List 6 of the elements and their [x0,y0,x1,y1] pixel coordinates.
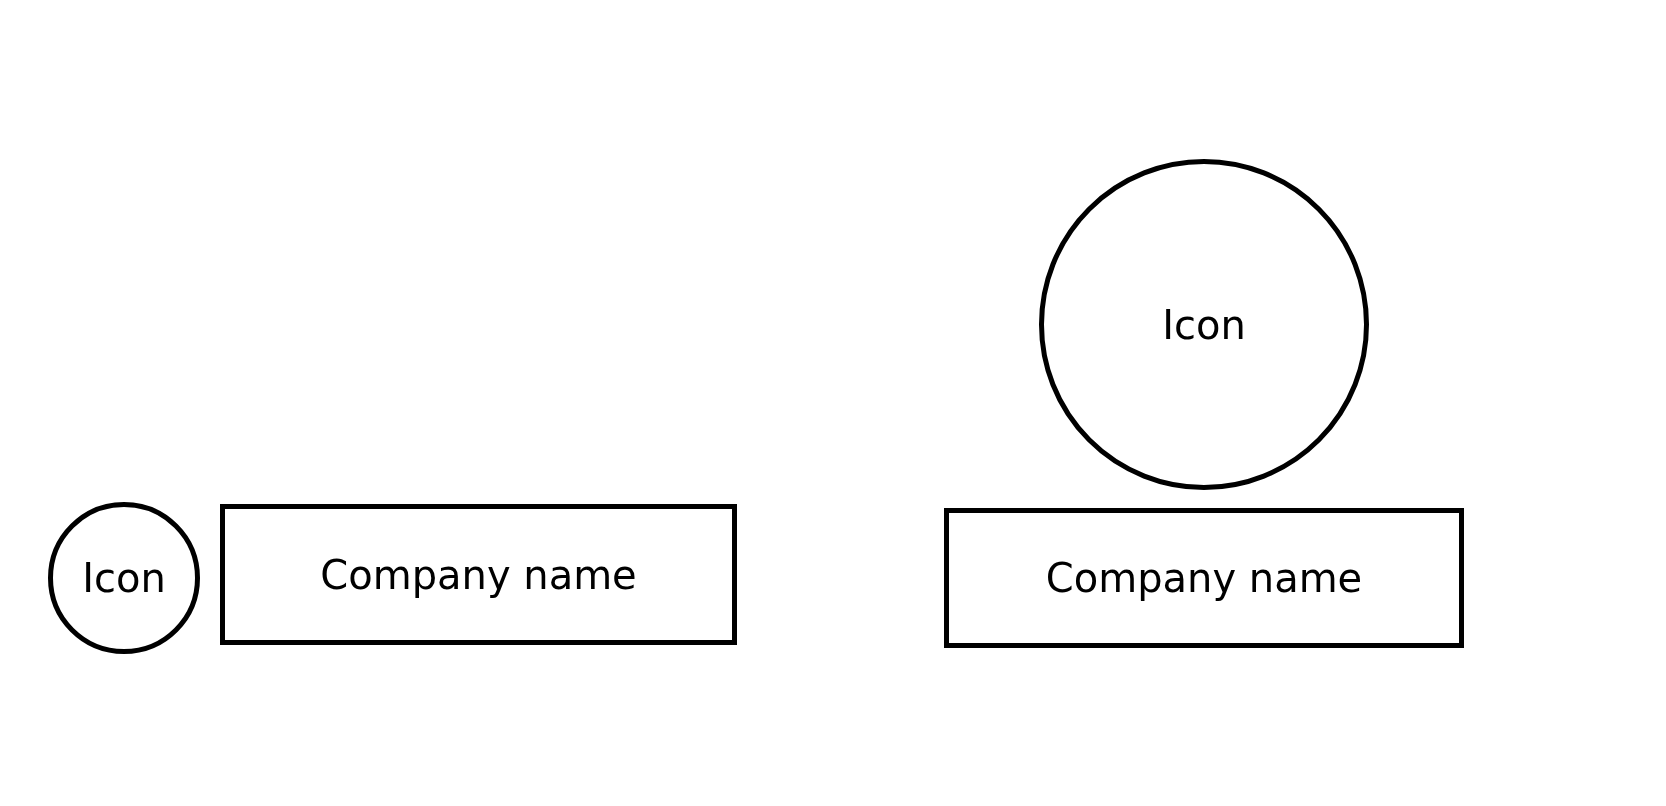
placeholder-text: Company name [320,551,637,598]
placeholder-text: Icon [82,555,166,601]
placeholder-box [220,504,737,645]
placeholder-text: Company name [1045,555,1363,601]
placeholder-text: Icon [1162,301,1246,348]
placeholder-box [944,508,1464,648]
